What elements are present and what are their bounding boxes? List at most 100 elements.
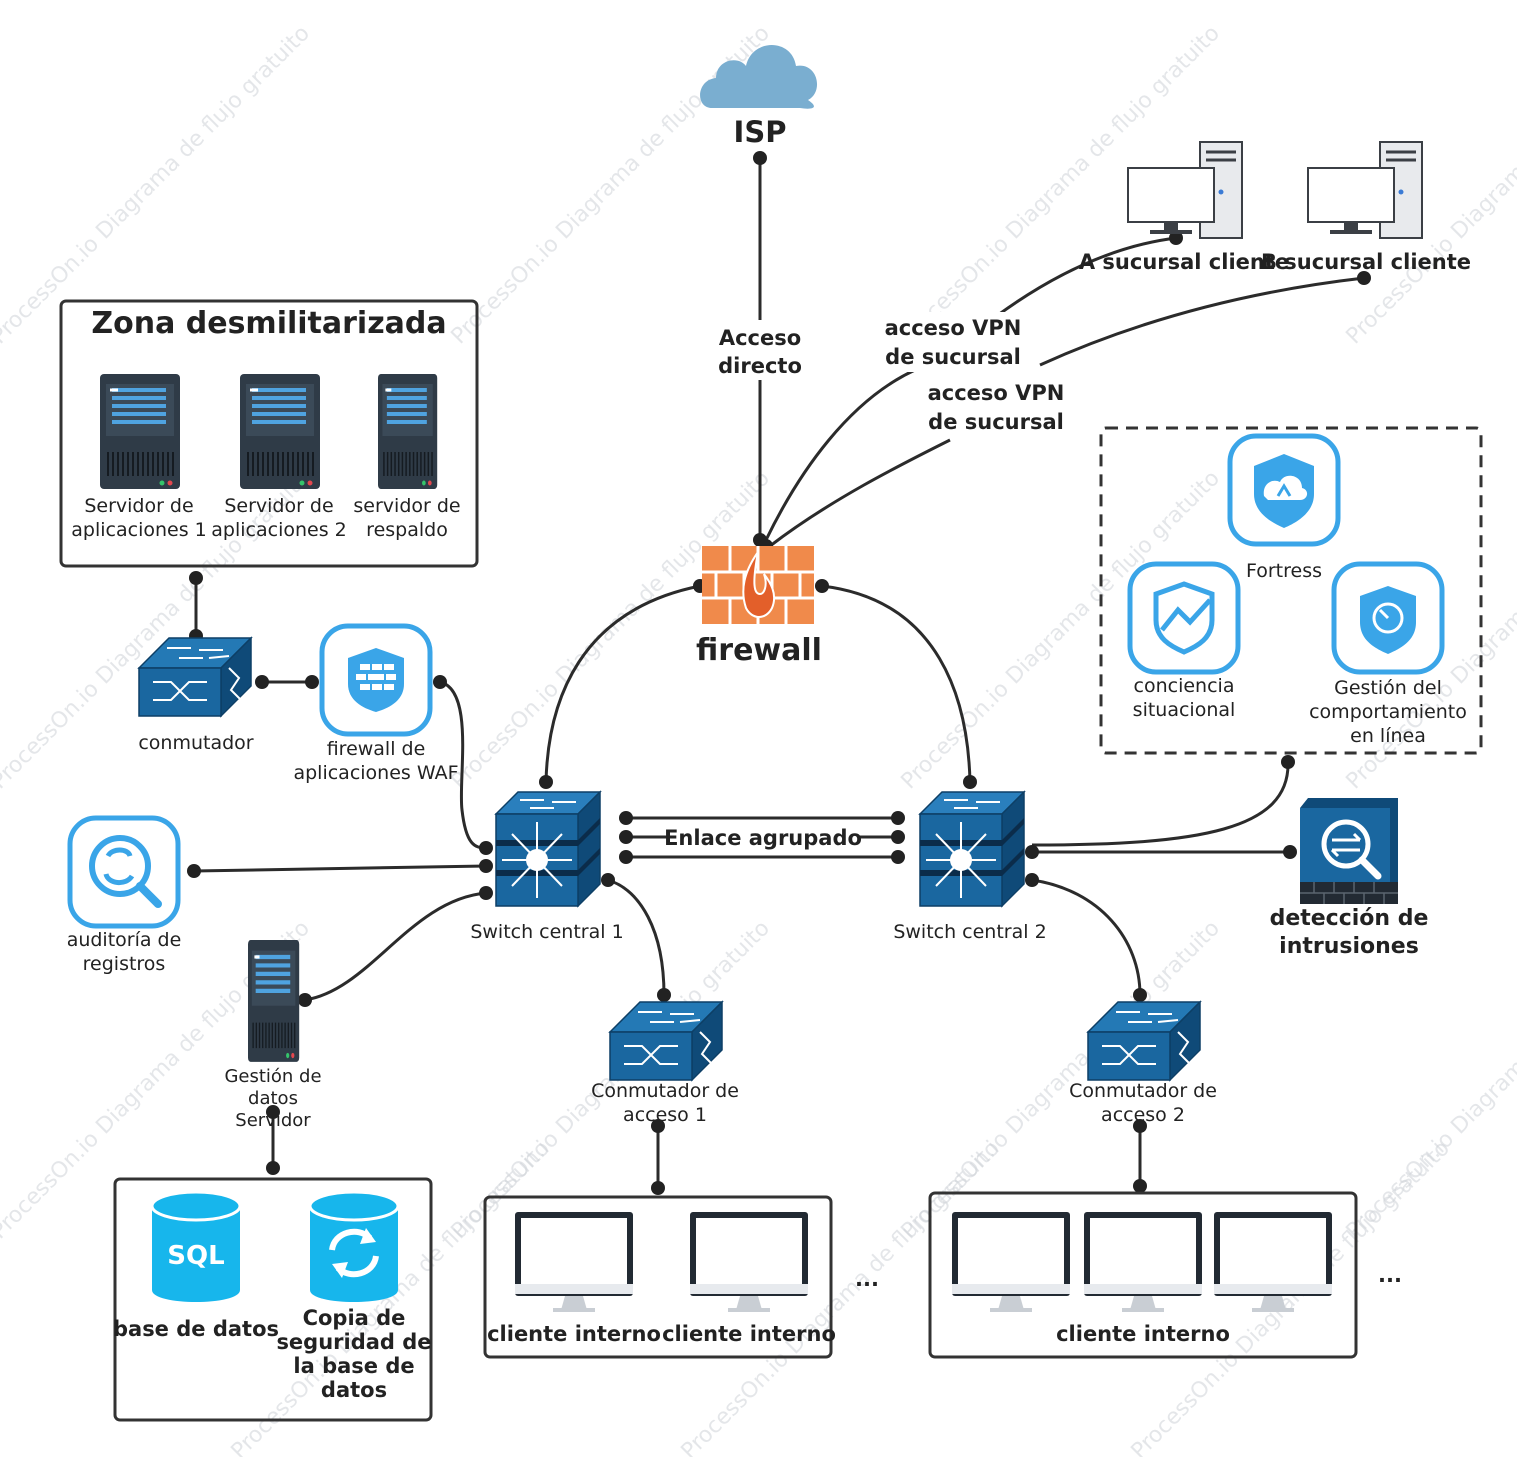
svg-text:ProcessOn.io Diagrama de flujo: ProcessOn.io Diagrama de flujo gratuito <box>677 1136 1005 1457</box>
behavior-management-icon <box>1334 564 1442 672</box>
internal-clients-2-box <box>928 1191 1358 1359</box>
internal-client-1b-monitor-icon <box>690 1212 808 1312</box>
datamgmt-label-2: datos <box>248 1088 298 1109</box>
core-switch-2-icon <box>919 791 1025 907</box>
svg-text:ProcessOn.io Diagrama de flujo: ProcessOn.io Diagrama de flujo gratuito <box>1127 1136 1455 1457</box>
database-backup-icon <box>308 1190 400 1302</box>
firewall-icon <box>702 546 814 624</box>
wire-fw-core2 <box>821 584 972 783</box>
vpn-label-1: acceso VPN de sucursal <box>884 312 1022 372</box>
datamgmt-label-1: Gestión de <box>224 1066 321 1087</box>
backup-label-3: la base de <box>293 1354 414 1378</box>
svg-text:Servidor de: Servidor de <box>224 495 333 517</box>
waf-label-2: aplicaciones WAF <box>293 762 458 784</box>
svg-text:de sucursal: de sucursal <box>928 410 1064 434</box>
behavior-label-1: Gestión del <box>1334 677 1442 699</box>
backup-label-4: datos <box>321 1378 387 1402</box>
wire-vpn-b <box>769 276 1365 548</box>
audit-label-1: auditoría de <box>67 929 182 951</box>
svg-text:aplicaciones 2: aplicaciones 2 <box>211 519 346 541</box>
wire-fw-core1 <box>544 584 701 783</box>
waf-label-1: firewall de <box>327 738 426 760</box>
connection-dots <box>187 151 1371 1195</box>
svg-text:aplicaciones 1: aplicaciones 1 <box>71 519 206 541</box>
internal-client-2a-monitor-icon <box>952 1212 1070 1312</box>
isp-cloud-icon <box>700 45 818 109</box>
database-box <box>113 1177 433 1422</box>
internal-client-2c-monitor-icon <box>1214 1212 1332 1312</box>
more-clients-ellipsis-2: ... <box>1378 1263 1402 1287</box>
svg-text:acceso VPN: acceso VPN <box>928 381 1065 405</box>
access2-label-1: Conmutador de <box>1069 1080 1217 1102</box>
svg-text:Servidor de: Servidor de <box>84 495 193 517</box>
wire-vpn-a <box>764 236 1177 541</box>
behavior-label-2: comportamiento <box>1309 701 1467 723</box>
wire-core2-security <box>1031 761 1290 847</box>
wire-link-aggregated <box>626 816 898 859</box>
situational-awareness-icon <box>1130 564 1238 672</box>
access1-label-1: Conmutador de <box>591 1080 739 1102</box>
security-group-box <box>1099 426 1483 755</box>
svg-text:SQL: SQL <box>167 1241 224 1271</box>
dmz-box <box>59 299 479 568</box>
access2-label-2: acceso 2 <box>1101 1104 1185 1126</box>
intrusion-detection-icon <box>1300 798 1398 904</box>
svg-text:respaldo: respaldo <box>366 519 448 541</box>
direct-access-label: Acceso directo <box>716 322 804 380</box>
svg-text:de sucursal: de sucursal <box>885 345 1021 369</box>
wire-waf-core1 <box>439 680 487 850</box>
datamgmt-label-3: Servidor <box>235 1110 311 1131</box>
isp-label: ISP <box>734 115 787 149</box>
internal-client-2b-monitor-icon <box>1084 1212 1202 1312</box>
connection-lines <box>193 158 1365 1188</box>
audit-label-2: registros <box>83 953 166 975</box>
sql-database-icon: SQL <box>150 1190 242 1302</box>
branch-a-label: A sucursal cliente <box>1079 250 1289 274</box>
svg-text:servidor de: servidor de <box>353 495 460 517</box>
core-switch-1-icon <box>495 791 601 907</box>
svg-text:ProcessOn.io Diagrama de flujo: ProcessOn.io Diagrama de flujo gratuito <box>447 466 775 794</box>
internal-client-2-label: cliente interno <box>1056 1322 1230 1346</box>
conmutador-switch-icon <box>138 637 252 717</box>
branch-a-pc-icon <box>1126 140 1244 240</box>
access-switch-2-icon <box>1087 1001 1201 1081</box>
internal-client-1a-label: cliente interno <box>487 1322 661 1346</box>
svg-text:Acceso: Acceso <box>719 326 801 350</box>
internal-client-1a-monitor-icon <box>515 1212 633 1312</box>
vpn-label-2: acceso VPN de sucursal <box>926 378 1066 438</box>
fortress-icon <box>1230 436 1338 544</box>
core-switch-1-label: Switch central 1 <box>470 921 623 943</box>
fortress-label: Fortress <box>1246 560 1322 582</box>
core-switch-2-label: Switch central 2 <box>893 921 1046 943</box>
data-management-server-icon <box>248 940 299 1062</box>
situational-label-2: situacional <box>1133 699 1236 721</box>
more-clients-ellipsis-1: ... <box>855 1267 879 1291</box>
branch-b-label: B sucursal cliente <box>1261 250 1471 274</box>
wire-audit-core1 <box>193 864 487 873</box>
database-label: base de datos <box>113 1317 279 1341</box>
access1-label-2: acceso 1 <box>623 1104 707 1126</box>
dmz-server-labels: Servidor de aplicaciones 1 Servidor de a… <box>71 495 460 541</box>
backup-server-icon <box>376 372 440 491</box>
wire-core2-access2 <box>1031 878 1142 996</box>
wire-datamgmt-core1 <box>304 891 487 1002</box>
svg-text:directo: directo <box>718 354 802 378</box>
internal-client-1b-label: cliente interno <box>662 1322 836 1346</box>
link-aggregation-label: Enlace agrupado <box>664 826 862 850</box>
conmutador-label: conmutador <box>138 732 253 754</box>
situational-label-1: conciencia <box>1134 675 1235 697</box>
app-server-2-icon <box>238 372 322 491</box>
wire-core1-access1 <box>607 878 666 996</box>
behavior-label-3: en línea <box>1350 725 1426 747</box>
svg-text:acceso VPN: acceso VPN <box>885 316 1022 340</box>
svg-text:ProcessOn.io Diagrama de flujo: ProcessOn.io Diagrama de flujo gratuito <box>1342 916 1517 1244</box>
waf-icon <box>322 626 430 734</box>
log-audit-icon <box>70 818 178 926</box>
dmz-title: Zona desmilitarizada <box>91 306 446 341</box>
backup-label-1: Copia de <box>303 1306 406 1330</box>
firewall-label: firewall <box>696 633 822 668</box>
access-switch-1-icon <box>609 1001 723 1081</box>
backup-label-2: seguridad de <box>276 1330 431 1354</box>
